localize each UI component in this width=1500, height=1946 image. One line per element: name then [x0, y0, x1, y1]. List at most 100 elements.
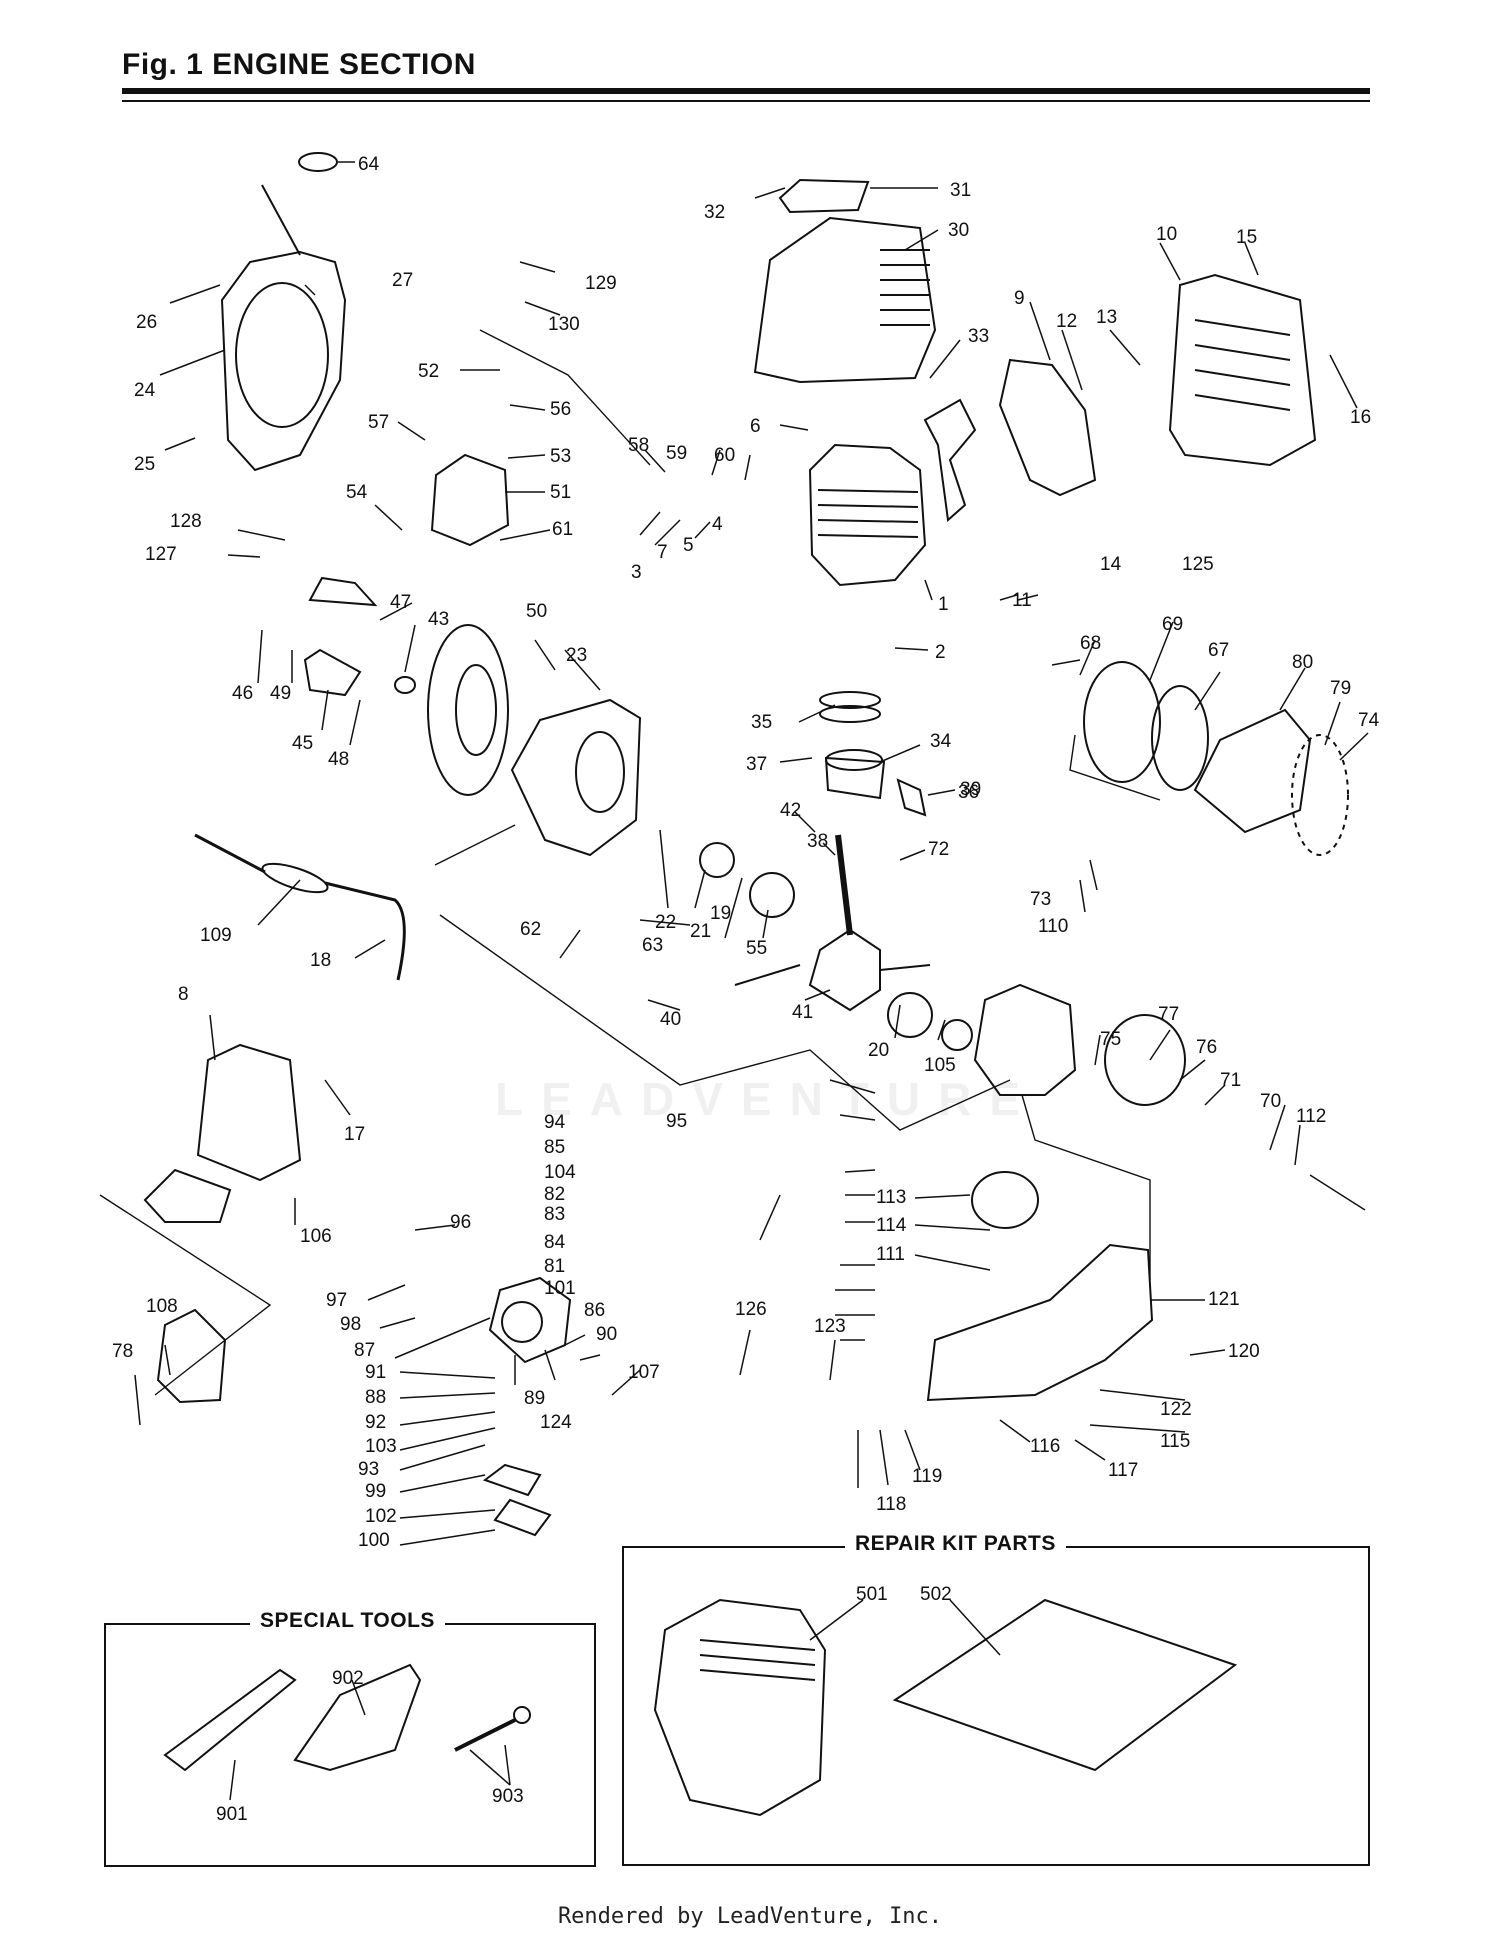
part-label: 6 [750, 416, 761, 437]
part-label: 84 [544, 1232, 566, 1253]
part-label: 94 [544, 1112, 566, 1133]
bearing-19-left [749, 872, 795, 918]
part-label: 86 [584, 1300, 605, 1321]
air-box-drawing [196, 1043, 302, 1182]
tool-901-drawing [163, 1668, 297, 1772]
part-label: 33 [968, 326, 989, 347]
watermark: LEADVENTURE [495, 1073, 1039, 1125]
bearing-22 [699, 842, 735, 878]
part-label: 61 [552, 519, 573, 540]
part-label: 69 [1162, 614, 1183, 635]
part-label: 25 [134, 454, 155, 475]
part-label: 126 [735, 1299, 767, 1320]
part-label: 118 [876, 1494, 906, 1515]
part-label: 47 [390, 592, 411, 613]
part-label: 128 [170, 511, 202, 532]
part-label: 102 [365, 1506, 397, 1527]
part-label: 113 [876, 1187, 906, 1208]
part-label: 96 [450, 1212, 471, 1233]
part-label: 92 [365, 1412, 386, 1433]
part-label: 34 [930, 731, 952, 752]
part-label: 97 [326, 1290, 347, 1311]
part-label: 43 [428, 609, 449, 630]
ignition-module-drawing [430, 453, 510, 547]
part-label: 100 [358, 1530, 390, 1551]
part-label: 105 [924, 1055, 956, 1076]
crankshaft-drawing [808, 928, 881, 1012]
bearing-19-right [887, 992, 933, 1038]
pad-64-drawing [298, 152, 338, 172]
piston-ring-upper [819, 691, 881, 709]
part-label: 60 [714, 445, 735, 466]
title-rule-thin [122, 100, 1370, 102]
part-label: 23 [566, 645, 587, 666]
part-label: 52 [418, 361, 439, 382]
part-label: 110 [1038, 916, 1068, 937]
part-label: 2 [935, 642, 946, 663]
tool-902-drawing [293, 1663, 422, 1772]
carburetor-drawing [488, 1276, 572, 1364]
part-label: 22 [655, 912, 676, 933]
part-label: 40 [660, 1009, 681, 1030]
flywheel-drawing [427, 624, 509, 796]
part-label: 11 [1012, 590, 1032, 611]
gasket-11-drawing [923, 398, 977, 522]
part-label: 116 [1030, 1436, 1060, 1457]
part-label: 89 [524, 1388, 545, 1409]
crankcase-right-drawing [973, 983, 1077, 1096]
part-label: 38 [807, 831, 828, 852]
part-label: 46 [232, 683, 253, 704]
part-number-labels: 64 27 26 24 25 129 130 32 31 30 33 10 15… [112, 154, 1380, 1551]
part-label: 101 [544, 1278, 576, 1299]
part-label: 20 [868, 1040, 889, 1061]
part-label: 127 [145, 544, 177, 565]
part-label: 123 [814, 1316, 846, 1337]
part-label: 39 [960, 779, 981, 800]
part-label: 45 [292, 733, 313, 754]
part-label: 71 [1220, 1070, 1241, 1091]
fan-housing-opening [235, 282, 329, 428]
part-label: 80 [1292, 652, 1313, 673]
part-label: 19 [710, 903, 731, 924]
part-label: 10 [1156, 224, 1177, 245]
part-label: 75 [1100, 1029, 1121, 1050]
special-tools-title: SPECIAL TOOLS [250, 1609, 445, 1633]
part-label: 16 [1350, 407, 1371, 428]
starter-pulley-68 [1083, 661, 1161, 783]
crankcase-left-drawing [510, 698, 642, 857]
part-label: 108 [146, 1296, 178, 1317]
part-label: 17 [344, 1124, 365, 1145]
kit-label-501: 501 [856, 1584, 888, 1605]
part-label: 95 [666, 1111, 687, 1132]
part-label: 115 [1160, 1431, 1190, 1452]
muffler-drawing [998, 358, 1097, 497]
clutch-drum-drawing [1104, 1014, 1186, 1106]
seal-20 [941, 1019, 973, 1051]
part-label: 125 [1182, 554, 1214, 575]
part-label: 57 [368, 412, 389, 433]
clutch-shoe-47 [308, 576, 378, 607]
part-label: 119 [912, 1466, 942, 1487]
part-label: 109 [200, 925, 232, 946]
part-label: 30 [948, 220, 969, 241]
special-tools-box [104, 1623, 596, 1867]
part-label: 103 [365, 1436, 397, 1457]
leader-lines [134, 161, 1369, 1801]
part-label: 74 [1358, 710, 1380, 731]
part-label: 62 [520, 919, 541, 940]
clutch-shoe-45 [303, 648, 362, 697]
part-label: 8 [178, 984, 189, 1005]
part-label: 79 [1330, 678, 1351, 699]
part-label: 55 [746, 938, 767, 959]
part-label: 64 [358, 154, 380, 175]
part-label: 98 [340, 1314, 361, 1335]
part-label: 111 [876, 1244, 905, 1265]
starter-spring-69 [1151, 685, 1209, 791]
part-label: 37 [746, 754, 767, 775]
part-label: 31 [950, 180, 971, 201]
part-label: 68 [1080, 633, 1101, 654]
piston-ring-lower [819, 705, 881, 723]
part-label: 130 [548, 314, 580, 335]
kit-engine-drawing [653, 1598, 827, 1817]
